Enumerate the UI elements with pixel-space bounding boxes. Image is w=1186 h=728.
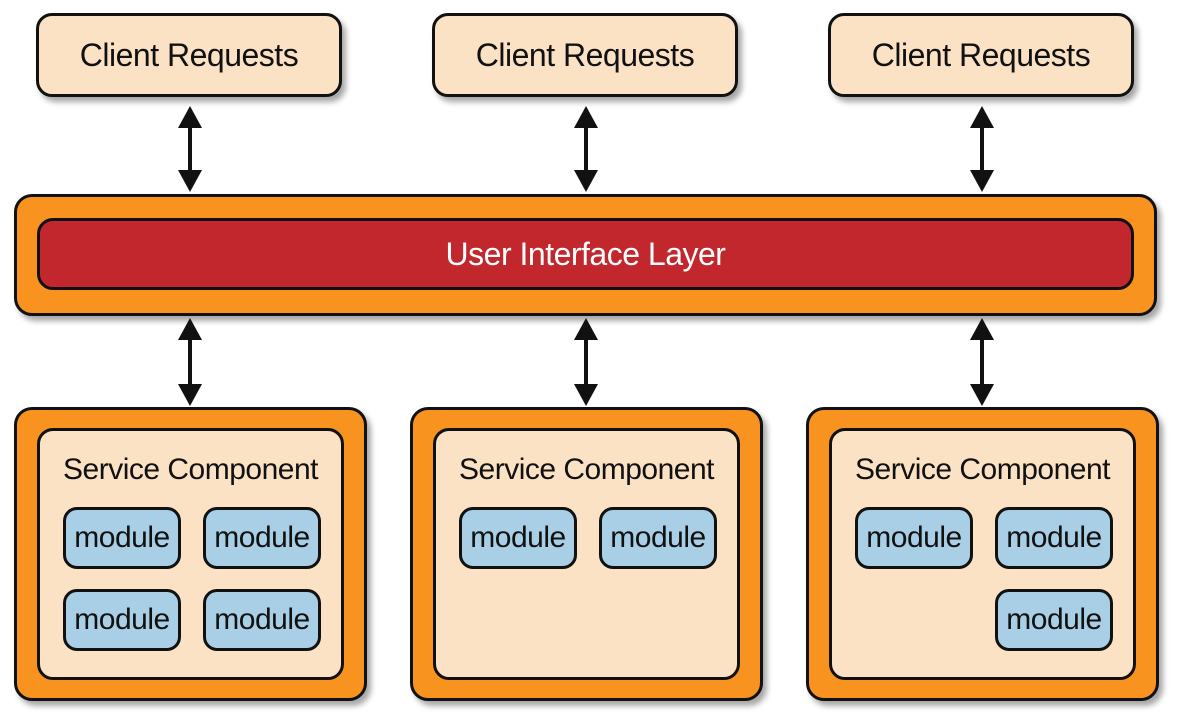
bidirectional-arrow-top-2: [574, 106, 598, 192]
client-requests-label: Client Requests: [79, 36, 299, 73]
bidirectional-arrow-bottom-1: [178, 318, 202, 406]
bidirectional-arrow-top-1: [178, 106, 202, 192]
module-box: module: [995, 507, 1113, 569]
module-box: module: [855, 507, 973, 569]
service-component-title: Service Component: [63, 453, 318, 486]
module-box: module: [203, 589, 321, 651]
service-component-title: Service Component: [855, 453, 1110, 486]
bidirectional-arrow-top-3: [970, 106, 994, 192]
client-requests-box-3: Client Requests: [828, 13, 1134, 97]
module-box: module: [459, 507, 577, 569]
ui-layer-container: User Interface Layer: [14, 194, 1157, 316]
client-requests-label: Client Requests: [871, 36, 1091, 73]
client-requests-box-2: Client Requests: [432, 13, 738, 97]
module-box: module: [63, 589, 181, 651]
service-component-title: Service Component: [459, 453, 714, 486]
module-box: module: [63, 507, 181, 569]
bidirectional-arrow-bottom-3: [970, 318, 994, 406]
service-component-container-1: Service Component module module module m…: [14, 407, 367, 701]
ui-layer-bar: User Interface Layer: [37, 218, 1134, 290]
module-box: module: [995, 589, 1113, 651]
service-component-container-3: Service Component module module module: [806, 407, 1159, 701]
bidirectional-arrow-bottom-2: [574, 318, 598, 406]
client-requests-box-1: Client Requests: [36, 13, 342, 97]
module-box: module: [203, 507, 321, 569]
service-component-container-2: Service Component module module: [410, 407, 763, 701]
service-component-panel-2: Service Component module module: [433, 428, 740, 680]
client-requests-label: Client Requests: [475, 36, 695, 73]
service-component-panel-3: Service Component module module module: [829, 428, 1136, 680]
service-component-panel-1: Service Component module module module m…: [37, 428, 344, 680]
ui-layer-label: User Interface Layer: [445, 235, 726, 272]
module-box: module: [599, 507, 717, 569]
